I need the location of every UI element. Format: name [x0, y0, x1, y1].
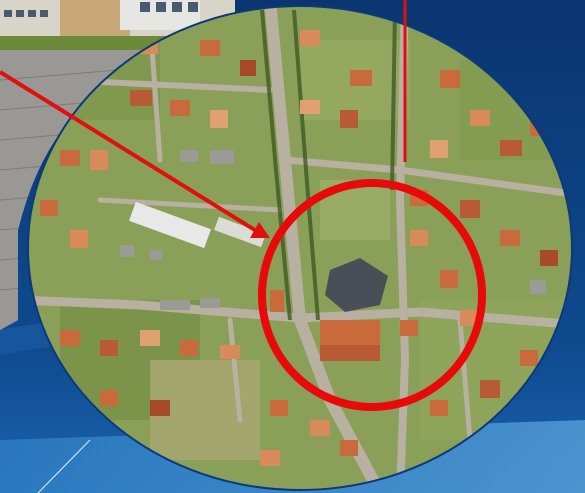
house-roofs [40, 30, 558, 466]
highlight-ring [258, 179, 486, 411]
aerial-map-frame [27, 5, 573, 491]
pointer-arrow-left [0, 70, 270, 238]
slide-accent-line [37, 439, 91, 493]
